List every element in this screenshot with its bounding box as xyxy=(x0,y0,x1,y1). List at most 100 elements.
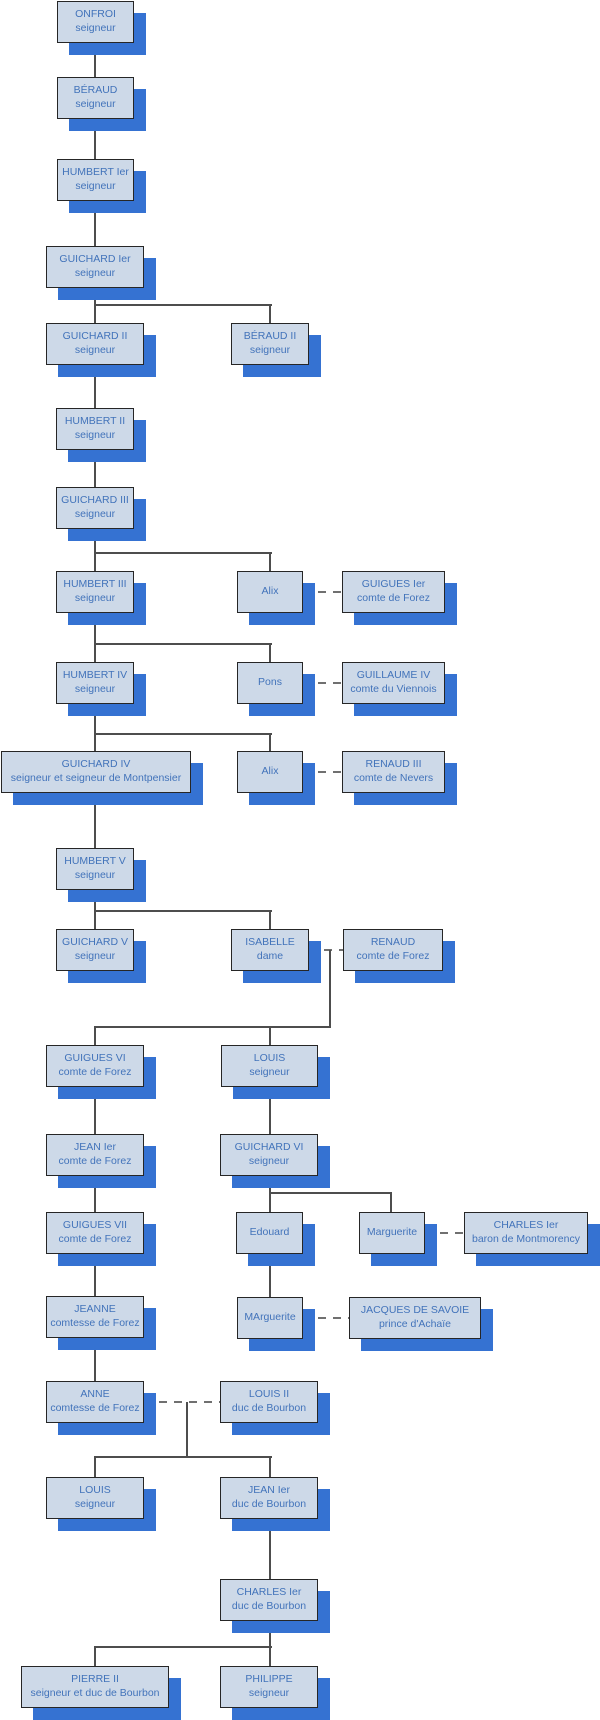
person-node-marguerite-2[interactable]: MArguerite xyxy=(237,1297,303,1339)
person-title: seigneur xyxy=(248,1687,290,1699)
person-name: GUIGUES VI xyxy=(64,1052,126,1065)
person-title: prince d'Achaïe xyxy=(378,1318,452,1330)
descent-line xyxy=(269,910,271,929)
descent-line xyxy=(269,733,271,751)
person-name: RENAUD III xyxy=(365,758,422,771)
person-node-pons[interactable]: Pons xyxy=(237,662,303,704)
descent-line xyxy=(94,1456,96,1477)
person-title: comtesse de Forez xyxy=(50,1402,140,1414)
descent-line xyxy=(269,1456,271,1477)
descent-line xyxy=(269,1192,392,1194)
descent-line xyxy=(94,1176,96,1212)
person-title: seigneur xyxy=(75,22,116,34)
descent-line xyxy=(269,1621,271,1666)
person-name: Alix xyxy=(261,585,279,598)
person-name: GUICHARD VI xyxy=(234,1141,304,1154)
person-title: duc de Bourbon xyxy=(231,1600,307,1612)
person-title: seigneur et seigneur de Montpensier xyxy=(10,772,182,784)
person-name: GUIGUES Ier xyxy=(361,578,426,591)
descent-line xyxy=(269,304,271,323)
person-name: PIERRE II xyxy=(71,1673,119,1686)
person-name: ONFROI xyxy=(75,8,116,21)
person-title: seigneur xyxy=(248,1155,290,1167)
descent-line xyxy=(94,1026,96,1045)
person-title: comte du Viennois xyxy=(350,683,437,695)
person-name: LOUIS xyxy=(79,1484,111,1497)
person-node-marguerite[interactable]: Marguerite xyxy=(359,1212,425,1254)
marriage-dashed-line xyxy=(303,591,342,593)
descent-line xyxy=(94,304,272,306)
person-name: PHILIPPE xyxy=(245,1673,293,1686)
person-node-alix-2[interactable]: Alix xyxy=(237,751,303,793)
descent-line xyxy=(94,529,96,571)
person-node-alix-1[interactable]: Alix xyxy=(237,571,303,613)
person-title: seigneur xyxy=(75,180,116,192)
person-title: seigneur et duc de Bourbon xyxy=(30,1687,160,1699)
person-title: seigneur xyxy=(74,508,116,520)
person-title: duc de Bourbon xyxy=(231,1498,307,1510)
person-name: JEANNE xyxy=(74,1303,116,1316)
person-name: Edouard xyxy=(249,1226,290,1239)
person-title: comte de Forez xyxy=(356,950,430,962)
descent-line xyxy=(269,1087,271,1134)
descent-line xyxy=(269,1519,271,1579)
person-title: comte de Forez xyxy=(58,1066,132,1078)
person-name: GUICHARD V xyxy=(62,936,128,949)
person-node-edouard[interactable]: Edouard xyxy=(236,1212,303,1254)
person-title: dame xyxy=(256,950,284,962)
person-name: RENAUD xyxy=(370,936,416,949)
descent-line xyxy=(94,733,272,735)
person-name: JEAN Ier xyxy=(73,1141,116,1154)
person-name: BÉRAUD II xyxy=(243,330,297,343)
person-name: LOUIS xyxy=(253,1052,286,1065)
descent-line xyxy=(94,1646,96,1666)
marriage-dashed-line xyxy=(303,1317,349,1319)
person-name: ANNE xyxy=(80,1388,110,1401)
descent-line xyxy=(269,552,271,571)
person-name: HUMBERT II xyxy=(64,415,126,428)
person-name: Pons xyxy=(258,676,282,689)
person-name: LOUIS II xyxy=(248,1388,290,1401)
descent-line xyxy=(94,1456,272,1458)
person-name: HUMBERT III xyxy=(63,578,127,591)
descent-line xyxy=(269,1254,271,1297)
descent-line xyxy=(94,704,96,751)
person-title: comte de Nevers xyxy=(353,772,434,784)
person-name: GUICHARD II xyxy=(62,330,128,343)
descent-line xyxy=(269,1026,271,1045)
person-name: JEAN Ier xyxy=(247,1484,290,1497)
